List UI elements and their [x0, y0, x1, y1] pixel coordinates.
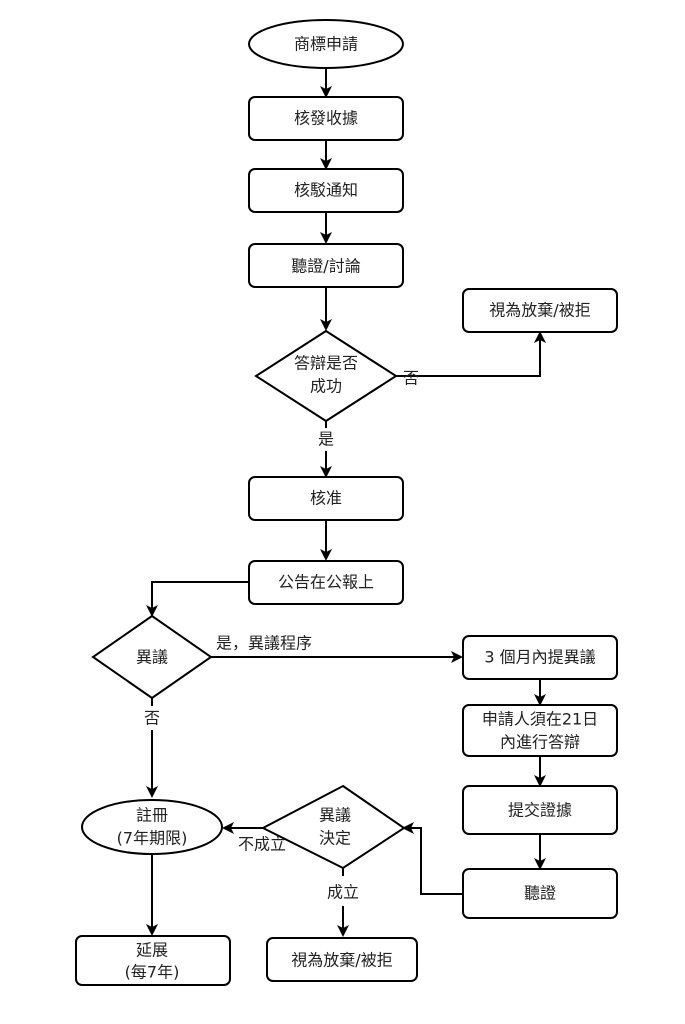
node-register: [81, 799, 223, 855]
label-renew-2: (每7年): [125, 963, 180, 982]
edge-publish-opposition: [146, 581, 249, 617]
label-renew-1: 延展: [136, 941, 168, 960]
node-renew: [75, 935, 231, 986]
node-publish: [248, 560, 404, 605]
label-evidence: 提交證據: [508, 801, 572, 820]
edge-label-no-2: 否: [144, 709, 160, 728]
label-reply21-2: 內進行答辯: [500, 733, 580, 752]
label-defense-ok-1: 答辯是否: [294, 354, 358, 373]
label-hearing1: 聽證/討論: [291, 257, 360, 276]
node-file-opp: [462, 635, 618, 680]
label-receipt: 核發收據: [294, 109, 358, 128]
node-opposition: [91, 614, 213, 700]
node-reply21: [462, 704, 618, 757]
node-approve: [248, 476, 404, 521]
label-register-1: 註冊: [136, 806, 168, 825]
label-reject2: 視為放棄/被拒: [291, 951, 392, 970]
label-opposition: 異議: [136, 648, 168, 667]
label-defense-ok-2: 成功: [310, 377, 342, 396]
label-publish: 公告在公報上: [278, 573, 374, 592]
node-receipt: [248, 96, 404, 141]
label-reject1: 視為放棄/被拒: [489, 301, 590, 320]
node-reject2: [266, 937, 418, 982]
edge-label-no-1: 否: [403, 369, 419, 388]
node-hearing2: [462, 868, 618, 919]
edge-label-yes-opposition: 是，異議程序: [216, 634, 312, 653]
label-file-opp: 3 個月內提異議: [484, 648, 595, 667]
label-approve: 核准: [310, 489, 342, 508]
node-defense-ok: [254, 329, 398, 423]
label-register-2: (7年期限): [117, 829, 188, 848]
edge-hearing2-decision: [402, 822, 463, 895]
node-examine: [248, 168, 404, 213]
node-opp-decision: [260, 784, 406, 870]
label-opp-decision-2: 決定: [319, 829, 351, 848]
node-reject1: [462, 288, 618, 333]
label-opp-decision-1: 異議: [319, 806, 351, 825]
edge-label-established: 成立: [327, 883, 359, 902]
label-start: 商標申請: [294, 35, 358, 54]
edge-defense-reject1: [396, 331, 546, 377]
node-start: [248, 19, 404, 69]
node-hearing1: [248, 243, 404, 288]
label-hearing2: 聽證: [524, 884, 556, 903]
edge-label-yes-1: 是: [318, 430, 334, 449]
node-evidence: [462, 785, 618, 835]
label-reply21-1: 申請人須在21日: [482, 710, 598, 729]
label-examine: 核駁通知: [294, 181, 358, 200]
edge-label-not-established: 不成立: [238, 835, 286, 854]
